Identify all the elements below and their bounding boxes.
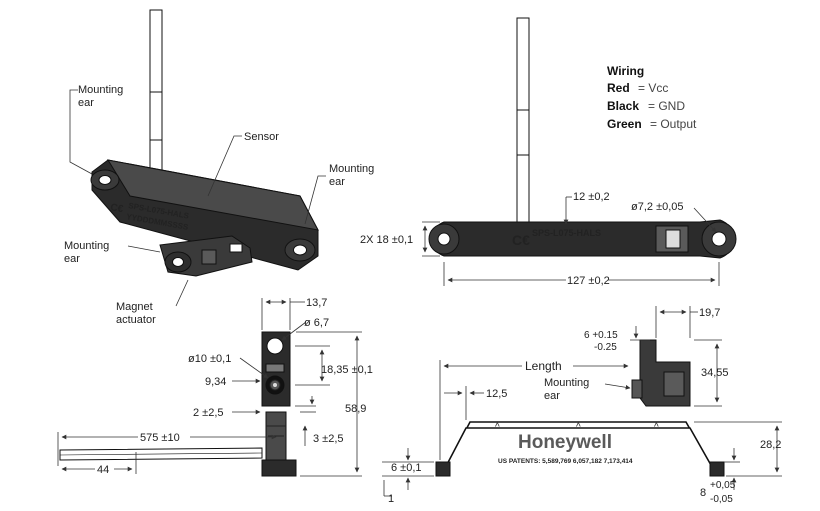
magnet-dim-width: 13,7 <box>306 297 327 309</box>
svg-text:^: ^ <box>576 422 581 433</box>
wiring-key-red: Red <box>607 81 630 95</box>
wiring-value-red: = Vcc <box>638 81 668 95</box>
svg-text:C€: C€ <box>109 202 124 215</box>
side-dim-eight-tol-top: +0,05 <box>710 480 736 491</box>
iso-mounting-ear-left-line1: Mounting <box>64 240 109 252</box>
wiring-key-green: Green <box>607 117 642 131</box>
side-dim-ear-tol-top: 6 +0.15 <box>584 330 618 341</box>
side-dim-eight: 8 <box>700 487 706 499</box>
magnet-dim-tab: 3 ±2,5 <box>313 433 344 445</box>
magnet-dim-base: 2 ±2,5 <box>193 407 224 419</box>
iso-sensor-label: Sensor <box>244 131 279 143</box>
side-length: Length <box>525 359 562 373</box>
iso-magnet-actuator-line1: Magnet <box>116 301 153 313</box>
side-dim-ear-height: 34,55 <box>701 367 729 379</box>
magnet-dim-cable-end: 44 <box>97 464 109 476</box>
iso-mounting-ear-top-line1: Mounting <box>78 84 123 96</box>
top-dim-width: 12 ±0,2 <box>573 191 610 203</box>
magnet-dim-total: 58,9 <box>345 403 366 415</box>
iso-mounting-ear-right-line1: Mounting <box>329 163 374 175</box>
side-dim-offset: 12,5 <box>486 388 507 400</box>
magnet-view: 13,7 ø 6,7 ø10 ±0,1 9,34 18,35 ±0,1 2 ±2… <box>57 297 373 477</box>
magnet-dim-offset: 9,34 <box>205 376 226 388</box>
side-mounting-ear-line1: Mounting <box>544 377 589 389</box>
side-logo: Honeywell <box>518 432 612 453</box>
side-dim-one: 1 <box>388 493 394 505</box>
wiring-title: Wiring <box>607 64 644 78</box>
top-dim-height: 2X 18 ±0,1 <box>360 234 413 246</box>
top-dim-length: 127 ±0,2 <box>567 275 610 287</box>
magnet-dim-center: 18,35 ±0,1 <box>321 364 373 376</box>
wiring-key-black: Black <box>607 99 639 113</box>
iso-mounting-ear-right-line2: ear <box>329 176 345 188</box>
side-view: ^ ^ ^ Honeywell US PATENTS: 5,589,769 6,… <box>382 306 782 505</box>
side-dim-foot: 6 ±0,1 <box>391 462 422 474</box>
svg-text:^: ^ <box>654 422 659 433</box>
iso-mounting-ear-left-line2: ear <box>64 253 80 265</box>
iso-mounting-ear-top-line2: ear <box>78 97 94 109</box>
side-dim-ear-depth: 19,7 <box>699 307 720 319</box>
wiring-value-black: = GND <box>648 99 685 113</box>
top-dim-hole-dia: ø7,2 ±0,05 <box>631 201 684 213</box>
isometric-view: SPS-L075-HALS YYDDDMMSSSS C€ Mounting ea… <box>64 9 374 326</box>
top-part-marking: SPS-L075-HALS <box>532 228 601 238</box>
side-dim-eight-tol-bottom: -0,05 <box>710 494 733 505</box>
svg-text:^: ^ <box>495 422 500 433</box>
magnet-dim-hole: ø 6,7 <box>304 317 329 329</box>
top-view: C€ SPS-L075-HALS 12 ±0,2 ø7,2 ±0,05 2X 1… <box>360 17 737 287</box>
side-mounting-ear-line2: ear <box>544 390 560 402</box>
top-cable <box>516 17 530 227</box>
iso-magnet-actuator-line2: actuator <box>116 314 156 326</box>
magnet-dim-magnet-dia: ø10 ±0,1 <box>188 353 231 365</box>
wiring-value-green: = Output <box>650 117 697 131</box>
side-patents: US PATENTS: 5,589,769 6,057,182 7,173,41… <box>498 458 633 465</box>
magnet-dim-cable: 575 ±10 <box>140 432 180 444</box>
side-dim-ear-tol-bottom: -0.25 <box>594 342 617 353</box>
svg-text:C€: C€ <box>512 232 530 248</box>
side-dim-height: 28,2 <box>760 439 781 451</box>
wiring-legend: Wiring Red = Vcc Black = GND Green = Out… <box>607 64 697 131</box>
